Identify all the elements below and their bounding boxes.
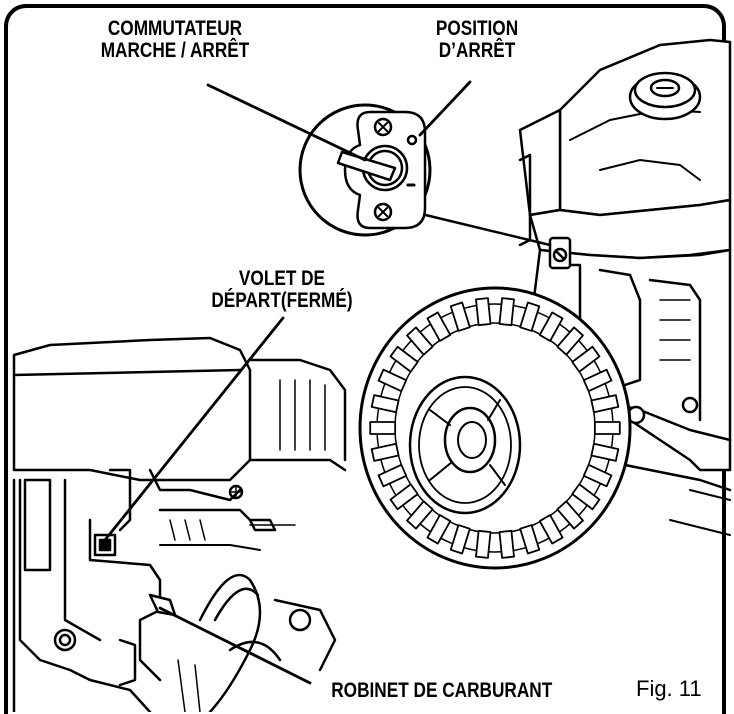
tire-tread-block [538, 311, 564, 342]
leader-stop-position [418, 80, 472, 137]
fuel-valve-label: ROBINET DE CARBURANT [329, 680, 600, 702]
tire-tread-block [389, 483, 419, 511]
switch-label-line1: COMMUTATEUR [107, 17, 243, 40]
tire-tread-block [370, 394, 400, 414]
leader-choke [103, 316, 285, 542]
tire-tread-block [556, 500, 584, 530]
tire-tread-block [519, 524, 541, 555]
tire-tread-block [571, 345, 601, 373]
tire-tread-block [571, 483, 601, 511]
tire-tread-block [519, 301, 541, 332]
wheel [358, 286, 632, 570]
choke-label-line2: DÉPART(FERMÉ) [211, 289, 353, 312]
tire-tread-block [377, 368, 408, 393]
tire-tread-block [389, 345, 419, 373]
tire-tread-block [556, 326, 584, 356]
tire-tread-block [369, 421, 397, 435]
tire-tread-block [406, 500, 434, 530]
tire-tread-block [590, 394, 620, 414]
tire-tread-block [426, 311, 452, 342]
leader-fuel-valve [158, 606, 312, 685]
tire-tread-block [538, 514, 564, 545]
tire-tread-block [370, 442, 400, 462]
switch-label-line2: MARCHE / ARRÊT [100, 39, 250, 62]
tire-tread-block [426, 514, 452, 545]
tire-tread-block [377, 463, 408, 488]
tire-tread-block [475, 297, 492, 327]
stop-position-line2: D’ARRÊT [438, 39, 516, 62]
stop-position-label: POSITION D’ARRÊT [413, 17, 541, 62]
switch-detail-inset [298, 103, 552, 247]
tire-tread-block [498, 529, 515, 559]
tire-tread-block [475, 529, 492, 559]
tire-tread-block [498, 297, 515, 327]
tire-tread-block [582, 368, 613, 393]
choke-label-line1: VOLET DE [238, 267, 326, 290]
engine-body [518, 38, 732, 536]
switch-label: COMMUTATEUR MARCHE / ARRÊT [87, 17, 263, 62]
tire-tread-block [590, 442, 620, 462]
choke-label: VOLET DE DÉPART(FERMÉ) [194, 267, 370, 312]
engine-side-view [12, 336, 347, 712]
stop-position-line1: POSITION [435, 17, 519, 40]
figure-number: Fig. 11 [636, 676, 702, 701]
tire-tread-block [582, 463, 613, 488]
tire-tread-block [449, 301, 471, 332]
leader-lines [103, 80, 472, 685]
leader-switch [206, 83, 367, 162]
tire-tread-block [593, 421, 621, 435]
tire-tread-block [406, 326, 434, 356]
tire-tread-block [449, 524, 471, 555]
